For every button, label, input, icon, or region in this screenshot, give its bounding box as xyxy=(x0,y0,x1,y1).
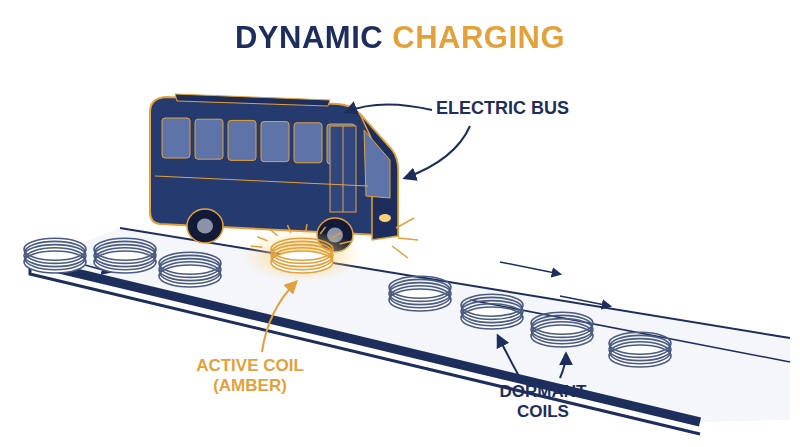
leader-lines-part xyxy=(262,282,296,352)
active-coil-part xyxy=(242,230,362,282)
road-strip-part xyxy=(120,228,790,338)
leader-lines xyxy=(262,104,566,378)
coil-row-part xyxy=(159,252,221,274)
leader-lines-part xyxy=(560,354,566,378)
road-strip-part xyxy=(30,262,700,434)
active-coil-part xyxy=(287,225,290,233)
active-coil-part xyxy=(271,238,333,260)
electric-bus-drawing-part xyxy=(364,130,390,198)
active-coil-part xyxy=(340,241,351,244)
electric-bus-drawing-part xyxy=(155,176,368,186)
active-coil-part xyxy=(392,246,408,258)
electric-bus-drawing-part xyxy=(175,94,330,106)
coil-row xyxy=(24,238,221,287)
electric-bus-drawing-part xyxy=(228,120,256,160)
dormant-coil-label: DORMANT COILS xyxy=(478,382,608,421)
leader-lines-part xyxy=(498,336,520,378)
leader-lines-part xyxy=(346,104,432,112)
electric-bus-drawing-part xyxy=(150,97,398,236)
dormant-coil-row-part xyxy=(461,294,523,316)
electric-bus-drawing-part xyxy=(343,126,344,212)
road-strip-part xyxy=(500,262,560,274)
electric-bus-drawing-part xyxy=(261,122,289,162)
electric-bus-drawing-part xyxy=(187,209,223,243)
active-coil-part xyxy=(257,237,267,241)
active-coil-part xyxy=(270,229,277,235)
coil-row-part xyxy=(24,238,86,260)
active-coil-part xyxy=(398,238,418,240)
dormant-coil-row-part xyxy=(531,312,593,334)
dormant-coil-row-part xyxy=(609,332,671,354)
electric-bus-drawing-part xyxy=(195,119,223,159)
electric-bus-drawing-part xyxy=(197,219,213,234)
electric-bus-drawing-part xyxy=(379,214,391,222)
coil-row-part xyxy=(94,238,156,260)
road-strip-part xyxy=(560,296,610,306)
road-strip-part xyxy=(30,228,790,422)
electric-bus-drawing xyxy=(150,94,398,252)
dormant-coil-row xyxy=(389,276,671,367)
title-row: DYNAMIC CHARGING xyxy=(0,20,800,56)
diagram-title: DYNAMIC CHARGING xyxy=(233,20,567,56)
electric-bus-drawing-part xyxy=(162,118,190,158)
callout-label: ELECTRIC BUS xyxy=(436,98,636,119)
active-coil-part xyxy=(306,224,307,232)
electric-bus-drawing-part xyxy=(360,114,398,240)
electric-bus-drawing-part xyxy=(330,126,356,212)
electric-bus-drawing-part xyxy=(294,123,322,163)
active-coil-part xyxy=(320,227,325,234)
active-coil xyxy=(242,218,418,282)
road-strip xyxy=(30,228,790,434)
active-coil-part xyxy=(251,246,263,247)
leader-lines-part xyxy=(405,126,470,178)
dormant-coil-row-part xyxy=(389,276,451,298)
active-coil-part xyxy=(396,218,414,228)
active-coil-part xyxy=(332,233,341,238)
road-strip-part xyxy=(30,262,700,422)
active-coil-label: ACTIVE COIL (AMBER) xyxy=(180,356,320,395)
